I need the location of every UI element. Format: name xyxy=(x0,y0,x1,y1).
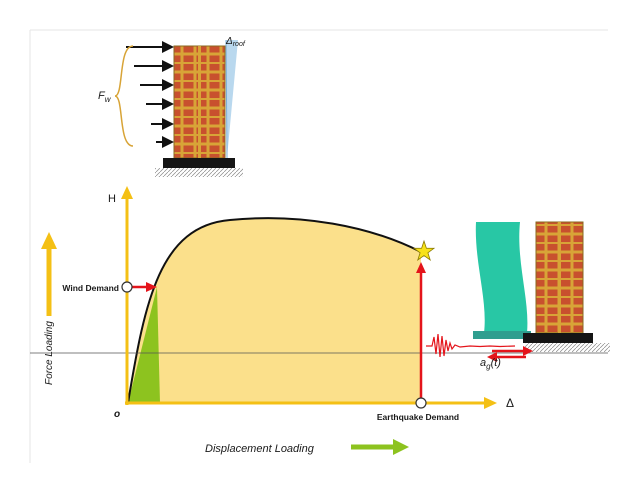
h-axis-arrowhead xyxy=(121,186,133,199)
wave-base xyxy=(473,331,531,339)
wind-building-group: Fw Δroof xyxy=(98,36,246,177)
wind-demand-marker: Wind Demand xyxy=(62,281,157,293)
capacity-area xyxy=(128,218,421,403)
ground-hatch xyxy=(525,343,610,352)
ground-accel-label: ag(t) xyxy=(480,357,501,371)
wind-demand-arrowhead xyxy=(146,282,157,292)
foundation-slab xyxy=(523,333,593,343)
displacement-loading-label: Displacement Loading xyxy=(205,443,315,455)
wind-demand-point xyxy=(121,281,133,293)
displacement-loading-arrowhead xyxy=(393,439,409,455)
force-loading-indicator: Force Loading xyxy=(41,232,57,385)
roof-drift-label: Δroof xyxy=(225,36,246,48)
delta-axis-arrowhead xyxy=(484,397,497,409)
drift-line xyxy=(225,39,228,159)
seismic-wave-icon xyxy=(475,222,528,333)
earthquake-demand-arrowhead xyxy=(416,262,426,273)
wind-arrows xyxy=(126,41,174,148)
wind-demand-label: Wind Demand xyxy=(62,283,119,293)
force-loading-label: Force Loading xyxy=(44,321,55,385)
axis-delta-label: Δ xyxy=(506,396,514,410)
ground-accel-arrowhead-left xyxy=(487,352,497,362)
ground-accel-arrowhead-right xyxy=(523,346,533,356)
origin-label: o xyxy=(114,409,120,420)
foundation-slab xyxy=(163,158,235,168)
elastic-region xyxy=(128,287,160,403)
capacity-curve-group xyxy=(127,217,422,404)
earthquake-demand-marker: Earthquake Demand xyxy=(377,239,459,422)
axis-h-label: H xyxy=(108,193,116,205)
wind-force-label: Fw xyxy=(98,90,112,104)
force-loading-arrowhead xyxy=(41,232,57,249)
axes: H Δ o xyxy=(108,186,514,420)
earthquake-demand-point xyxy=(415,397,427,409)
displacement-loading-indicator: Displacement Loading xyxy=(205,439,409,455)
wind-brace xyxy=(114,45,134,147)
earthquake-demand-label: Earthquake Demand xyxy=(377,412,459,422)
seismogram-trace xyxy=(426,333,516,358)
star-icon xyxy=(412,239,436,262)
roof-drift-wedge xyxy=(226,40,238,158)
earthquake-building-group: ag(t) xyxy=(426,221,610,371)
capacity-curve xyxy=(127,217,422,404)
ground-hatch xyxy=(155,168,243,177)
